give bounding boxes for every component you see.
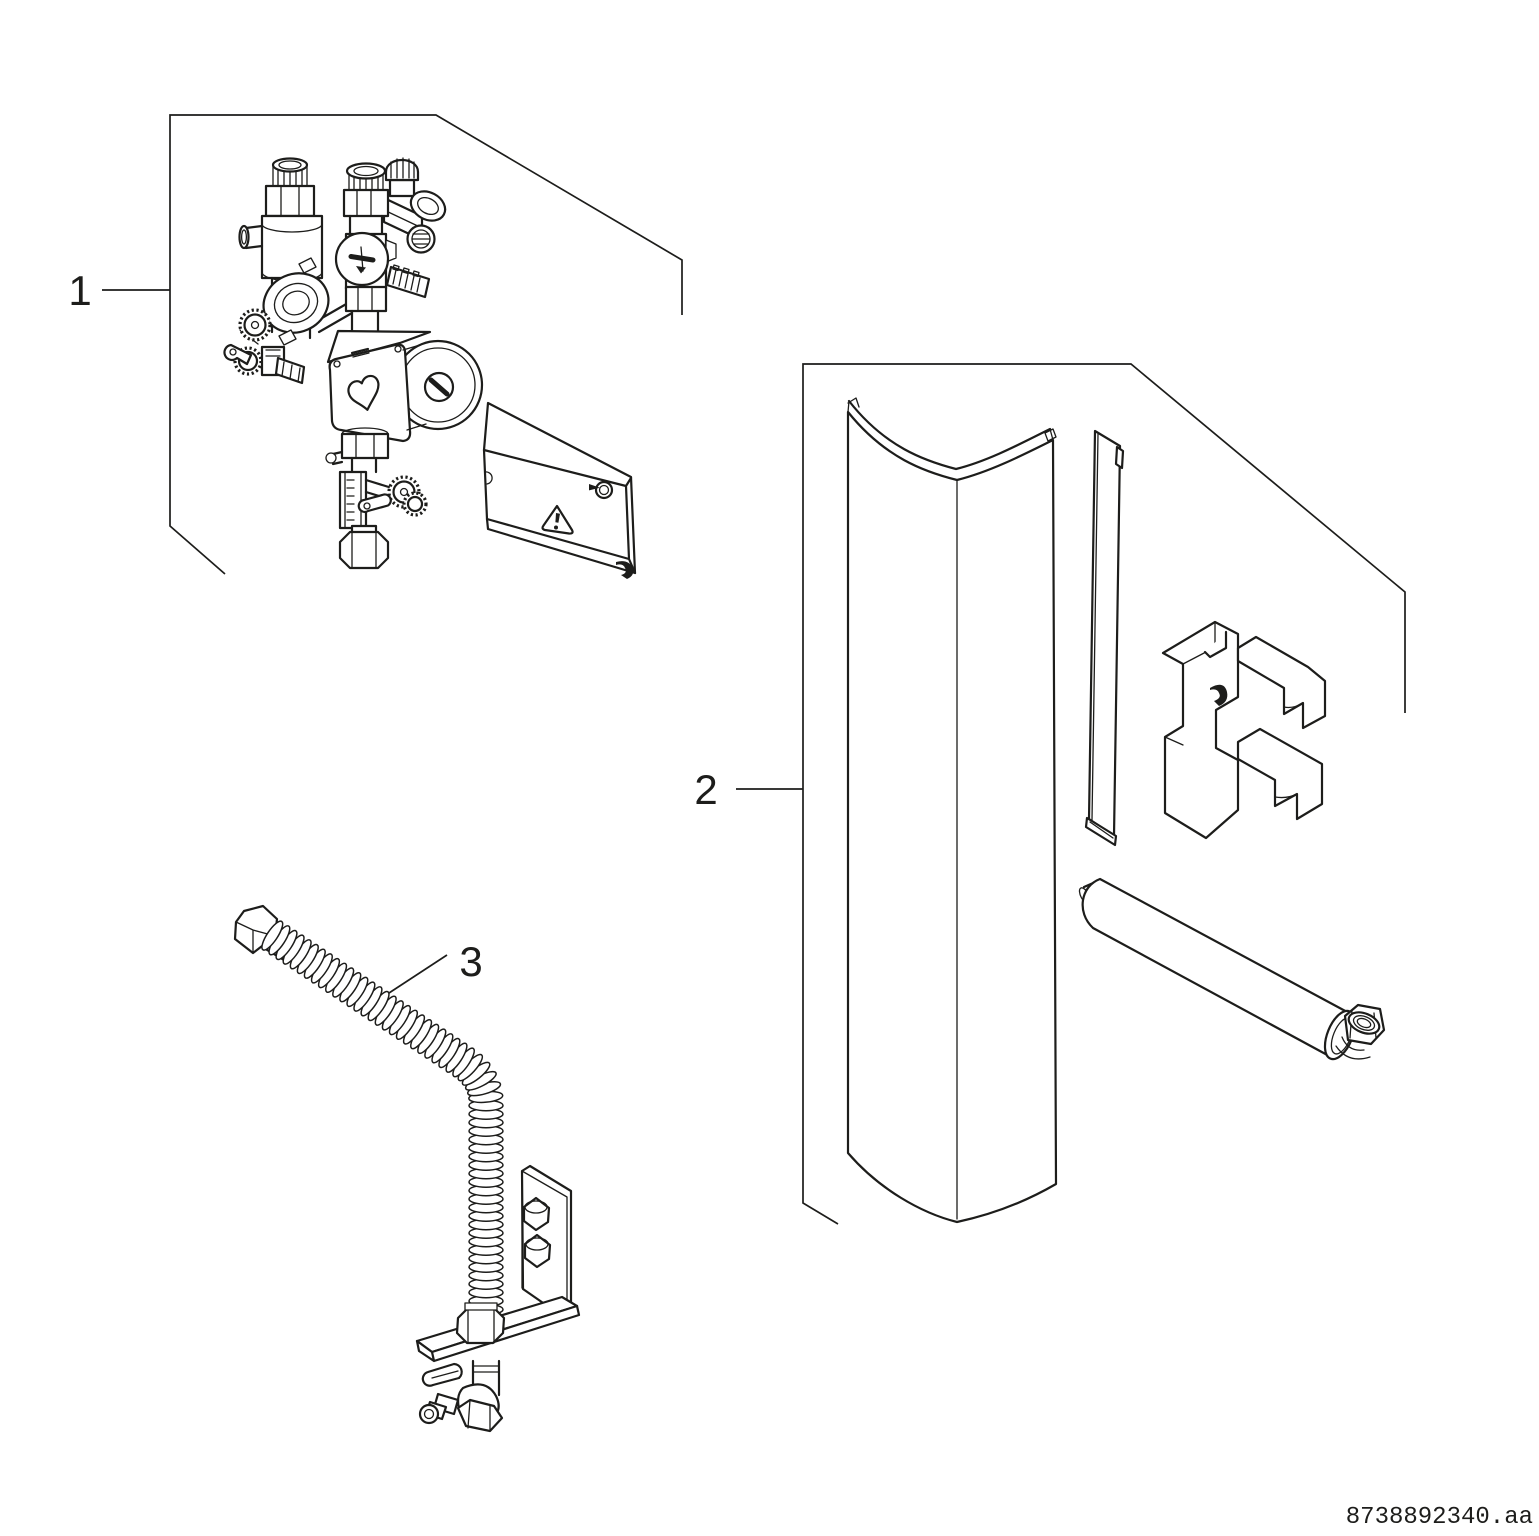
mounting-rail-drawing <box>1084 429 1125 847</box>
flow-setter-drawing <box>325 427 428 570</box>
flex-hose-drawing <box>261 920 504 1336</box>
holder-clip-drawing <box>1161 620 1327 840</box>
pressure-gauge-drawing <box>334 231 390 287</box>
control-module-drawing <box>482 401 637 579</box>
safety-valve-drawing <box>382 157 447 254</box>
item-3-group: 3 <box>233 904 581 1433</box>
module-eyelet <box>594 480 614 500</box>
item-1-bracket <box>169 114 683 575</box>
connection-pipe-drawing <box>1078 877 1386 1061</box>
item-2-bracket <box>802 363 1406 1225</box>
item-2-group: 2 <box>694 363 1406 1225</box>
item-1-label: 1 <box>68 267 91 314</box>
terminal-block-drawing <box>385 264 431 299</box>
mounting-bracket-drawing <box>415 1164 581 1363</box>
item-3-leader-line <box>388 954 448 994</box>
pump-assembly-drawing <box>223 157 484 570</box>
item-1-group: 1 <box>68 114 683 579</box>
item-2-label: 2 <box>694 766 717 813</box>
fill-valve-drawing <box>223 308 306 385</box>
circulation-pump-drawing <box>326 329 484 443</box>
hose-rib <box>261 920 284 951</box>
item-3-label: 3 <box>459 938 482 985</box>
cover-panel-drawing <box>846 397 1058 1224</box>
drain-valve-drawing <box>418 1359 504 1433</box>
air-separator-drawing <box>238 157 330 346</box>
module-clip <box>616 561 634 579</box>
document-number: 8738892340.aa <box>1346 1504 1533 1531</box>
